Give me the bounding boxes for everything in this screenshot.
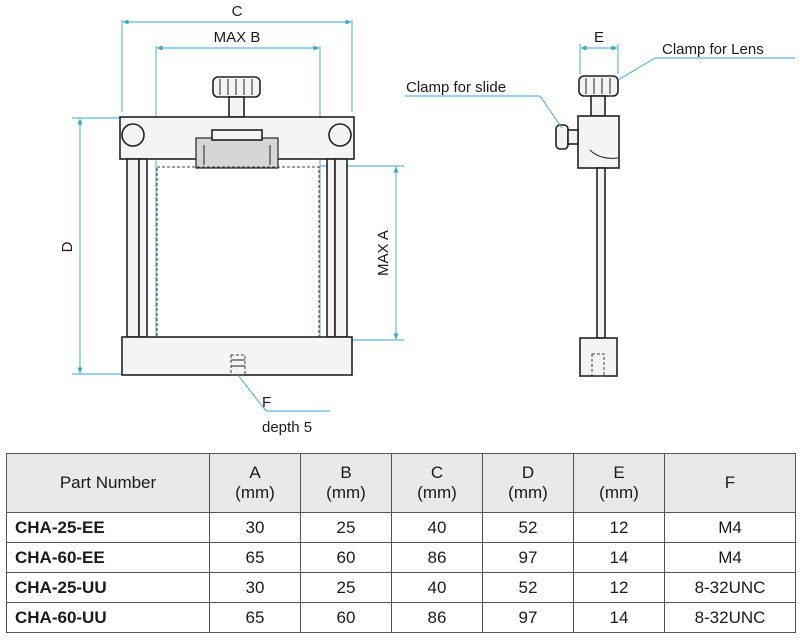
header-f: F <box>664 453 796 513</box>
side-threaded-hole <box>591 353 605 377</box>
cell-d: 97 <box>482 542 574 573</box>
label-depth: depth 5 <box>262 419 312 436</box>
cell-a: 30 <box>209 572 301 603</box>
header-e: E(mm) <box>573 453 665 513</box>
callout-f: F depth 5 <box>237 374 330 436</box>
cell-a: 65 <box>209 542 301 573</box>
label-clamp-slide: Clamp for slide <box>406 79 506 96</box>
cell-c: 40 <box>391 512 483 543</box>
slide-clamp-shaft <box>567 129 579 145</box>
table-header-row: Part Number A(mm) B(mm) C(mm) D(mm) E(mm… <box>6 453 796 513</box>
rod-left-outer <box>126 158 140 338</box>
header-b: B(mm) <box>300 453 392 513</box>
side-clamp-body <box>577 115 620 169</box>
rod-left-inner <box>138 158 148 338</box>
cell-e: 14 <box>573 602 665 633</box>
spec-table: Part Number A(mm) B(mm) C(mm) D(mm) E(mm… <box>6 453 796 633</box>
callout-clamp-slide: Clamp for slide <box>405 79 563 129</box>
side-view: E Clamp for Lens Clamp for slide <box>405 29 795 377</box>
cell-part-number: CHA-25-EE <box>6 512 210 543</box>
dimension-max-a: MAX A <box>320 165 404 341</box>
cell-c: 40 <box>391 572 483 603</box>
cell-d: 52 <box>482 512 574 543</box>
slide-area <box>156 166 320 338</box>
label-e: E <box>594 29 604 46</box>
cell-b: 25 <box>300 512 392 543</box>
table-row: CHA-60-EE 65 60 86 97 14 M4 <box>6 542 796 573</box>
header-d: D(mm) <box>482 453 574 513</box>
table-row: CHA-60-UU 65 60 86 97 14 8-32UNC <box>6 602 796 633</box>
cell-f: 8-32UNC <box>664 602 796 633</box>
dimension-c: C <box>121 3 353 112</box>
cell-b: 60 <box>300 602 392 633</box>
dimension-e: E <box>579 29 619 74</box>
table-row: CHA-25-EE 30 25 40 52 12 M4 <box>6 512 796 543</box>
technical-drawing: C MAX B D MAX A <box>59 3 795 436</box>
thumb-screw-shaft <box>228 96 245 118</box>
cell-b: 60 <box>300 542 392 573</box>
header-part-number: Part Number <box>6 453 210 513</box>
rod-end-left <box>121 123 145 147</box>
side-knob <box>578 75 619 97</box>
label-d: D <box>59 241 76 252</box>
cell-c: 86 <box>391 542 483 573</box>
side-screw-shaft <box>590 95 606 117</box>
base-block <box>121 336 353 376</box>
clamp-pad <box>195 137 279 169</box>
cell-e: 12 <box>573 512 665 543</box>
cell-d: 97 <box>482 602 574 633</box>
cell-b: 25 <box>300 572 392 603</box>
rod-right-inner <box>326 158 336 338</box>
label-c: C <box>232 3 243 20</box>
label-clamp-lens: Clamp for Lens <box>662 41 764 58</box>
table-row: CHA-25-UU 30 25 40 52 12 8-32UNC <box>6 572 796 603</box>
cell-part-number: CHA-60-UU <box>6 602 210 633</box>
cell-a: 30 <box>209 512 301 543</box>
clamp-pad-top <box>211 129 263 141</box>
side-rod <box>596 167 606 339</box>
label-f: F <box>262 394 271 411</box>
callout-clamp-lens: Clamp for Lens <box>617 41 795 81</box>
label-max-a: MAX A <box>375 230 392 276</box>
header-c: C(mm) <box>391 453 483 513</box>
cell-d: 52 <box>482 572 574 603</box>
cell-c: 86 <box>391 602 483 633</box>
cell-part-number: CHA-25-UU <box>6 572 210 603</box>
slide-clamp-knob <box>555 124 569 150</box>
cell-e: 12 <box>573 572 665 603</box>
cell-f: M4 <box>664 512 796 543</box>
dimension-d: D <box>59 117 122 375</box>
rod-end-right <box>328 123 352 147</box>
cell-e: 14 <box>573 542 665 573</box>
label-max-b: MAX B <box>214 29 261 46</box>
header-a: A(mm) <box>209 453 301 513</box>
cell-part-number: CHA-60-EE <box>6 542 210 573</box>
cell-f: 8-32UNC <box>664 572 796 603</box>
cell-a: 65 <box>209 602 301 633</box>
cell-f: M4 <box>664 542 796 573</box>
rod-right-outer <box>334 158 348 338</box>
side-base <box>579 337 618 377</box>
dimension-max-b: MAX B <box>155 29 321 340</box>
front-view: C MAX B D MAX A <box>59 3 404 436</box>
